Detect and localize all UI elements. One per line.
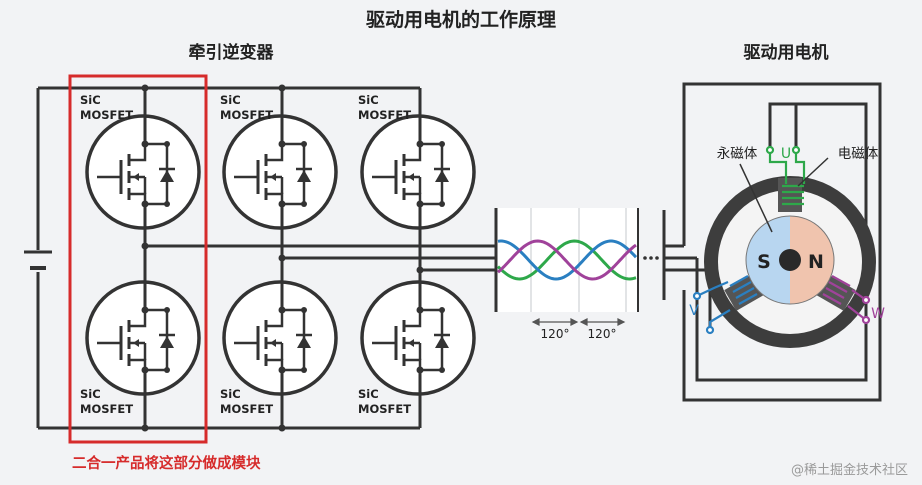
mosfet-v-high [222,114,338,230]
phase-w-label: W [871,306,885,322]
annotation-leaders [739,157,829,233]
mosfet-label-line2: MOSFET [358,402,411,416]
mosfet-label-line1: SiC [220,93,241,107]
mosfet-label-line2: MOSFET [220,108,273,122]
mosfet-w-high [360,114,476,230]
phase-u-waveform [496,239,637,281]
mosfet-label-line2: MOSFET [220,402,273,416]
phase-u-label: U [781,146,791,162]
mosfet-label-line2: MOSFET [80,402,133,416]
mosfet-label-line2: MOSFET [358,108,411,122]
coil-v [692,275,758,335]
permanent-magnet-label: 永磁体 [717,146,758,162]
rotor [745,215,835,305]
mosfet-v-low [222,280,338,396]
motor-title: 驱动用电机 [744,42,829,63]
phase-w-waveform [497,239,637,281]
watermark: @稀土掘金技术社区 [791,462,908,478]
mosfet-label-line1: SiC [358,93,379,107]
junction-dots [141,84,424,432]
phase-angle-label: 120° [588,327,617,341]
phase-v-waveform [497,239,638,281]
battery-icon [24,250,52,270]
inverter-title: 牵引逆变器 [189,42,275,63]
electromagnet-label: 电磁体 [838,146,879,162]
mosfet-label-line1: SiC [358,387,379,401]
mosfet-u-high [85,114,201,230]
coil-w [822,275,871,325]
module-note: 二合一产品将这部分做成模块 [72,454,261,472]
mosfet-label-line1: SiC [220,387,241,401]
mosfet-label-line2: MOSFET [80,108,133,122]
page-title: 驱动用电机的工作原理 [366,8,556,31]
module-highlight-box [68,74,208,444]
coil-u [765,145,806,206]
phase-v-label: V [689,303,699,319]
phase-angle-label: 120° [541,327,570,341]
waveform-panel: 120° 120° [494,208,659,341]
pole-s-label: S [757,251,771,273]
mosfet-u-low [85,280,201,396]
stator-tooth-u [778,178,802,212]
mosfet-label-line1: SiC [80,387,101,401]
pole-n-label: N [808,251,824,273]
mosfet-w-low [360,280,476,396]
mosfet-label-line1: SiC [80,93,101,107]
